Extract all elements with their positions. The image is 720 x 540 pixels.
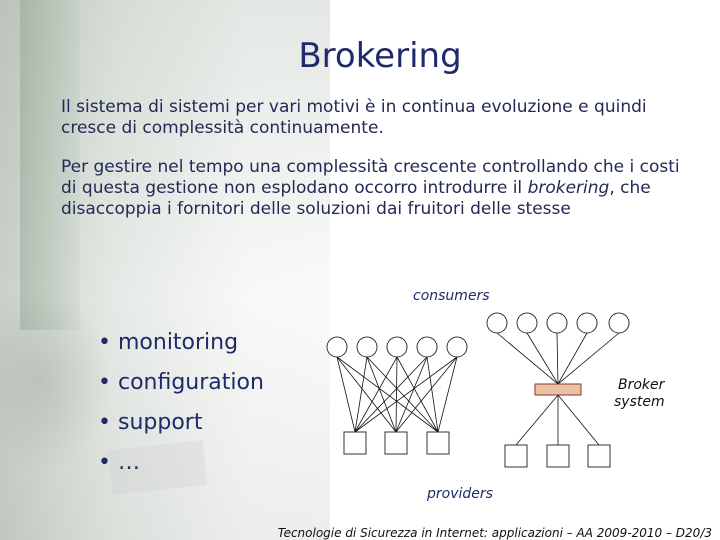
paragraph-intro: Il sistema di sistemi per vari motivi è … xyxy=(61,97,647,138)
bullet-monitoring: monitoring xyxy=(98,328,264,368)
mesh-link xyxy=(354,356,458,433)
slide-footer: Tecnologie di Sicurezza in Internet: app… xyxy=(277,526,712,540)
paragraph-brokering-end: , che disaccoppia i fornitori delle solu… xyxy=(61,178,651,219)
mesh-link xyxy=(336,356,397,433)
mesh-link xyxy=(395,356,398,433)
paragraph-brokering-start: Per gestire nel tempo una complessità cr… xyxy=(61,157,680,198)
providers-label: providers xyxy=(426,486,493,502)
mesh-link xyxy=(354,356,398,433)
consumer-broker-link xyxy=(557,332,588,385)
broker-box xyxy=(534,383,582,396)
mesh-link xyxy=(396,356,439,433)
consumer-node xyxy=(386,336,408,358)
consumer-node xyxy=(446,336,468,358)
paragraph-brokering: Per gestire nel tempo una complessità cr… xyxy=(61,157,681,220)
consumer-broker-link xyxy=(557,332,620,385)
consumer-node xyxy=(486,312,508,334)
broker-label-line1: Broker xyxy=(618,377,666,393)
consumer-node xyxy=(546,312,568,334)
background-circuit-board xyxy=(20,0,80,330)
provider-node xyxy=(384,431,408,455)
consumer-node xyxy=(576,312,598,334)
slide-title: Brokering xyxy=(298,36,462,76)
mesh-link xyxy=(366,356,397,433)
mesh-link xyxy=(336,356,439,433)
broker-label-line2: system xyxy=(614,394,665,410)
consumer-broker-link xyxy=(526,332,559,385)
mesh-link xyxy=(366,356,439,433)
broker-provider-nodes xyxy=(504,444,611,468)
broker-provider-link xyxy=(515,394,559,446)
consumer-broker-link xyxy=(556,332,559,385)
mesh-connections xyxy=(336,356,458,433)
mesh-link xyxy=(395,356,428,433)
mesh-link xyxy=(395,356,458,433)
bullet-support: support xyxy=(98,408,264,448)
consumer-node xyxy=(326,336,348,358)
consumer-node xyxy=(516,312,538,334)
bullet-configuration: configuration xyxy=(98,368,264,408)
broker-consumer-nodes xyxy=(486,312,630,334)
mesh-provider-nodes xyxy=(343,431,450,455)
mesh-link xyxy=(426,356,439,433)
provider-node xyxy=(343,431,367,455)
consumer-node xyxy=(416,336,438,358)
bullet-ellipsis: … xyxy=(98,448,264,488)
provider-node xyxy=(504,444,528,468)
mesh-link xyxy=(437,356,458,433)
provider-node xyxy=(426,431,450,455)
bullet-list: monitoring configuration support … xyxy=(98,328,264,488)
consumer-node xyxy=(356,336,378,358)
consumer-node xyxy=(608,312,630,334)
mesh-link xyxy=(354,356,368,433)
mesh-link xyxy=(336,356,356,433)
brokering-term: brokering xyxy=(527,178,610,198)
consumers-label: consumers xyxy=(413,288,490,304)
broker-connections xyxy=(496,332,620,446)
provider-node xyxy=(587,444,611,468)
consumer-broker-link xyxy=(496,332,559,385)
mesh-consumer-nodes xyxy=(326,336,468,358)
broker-provider-link xyxy=(557,394,600,446)
mesh-link xyxy=(354,356,428,433)
provider-node xyxy=(546,444,570,468)
